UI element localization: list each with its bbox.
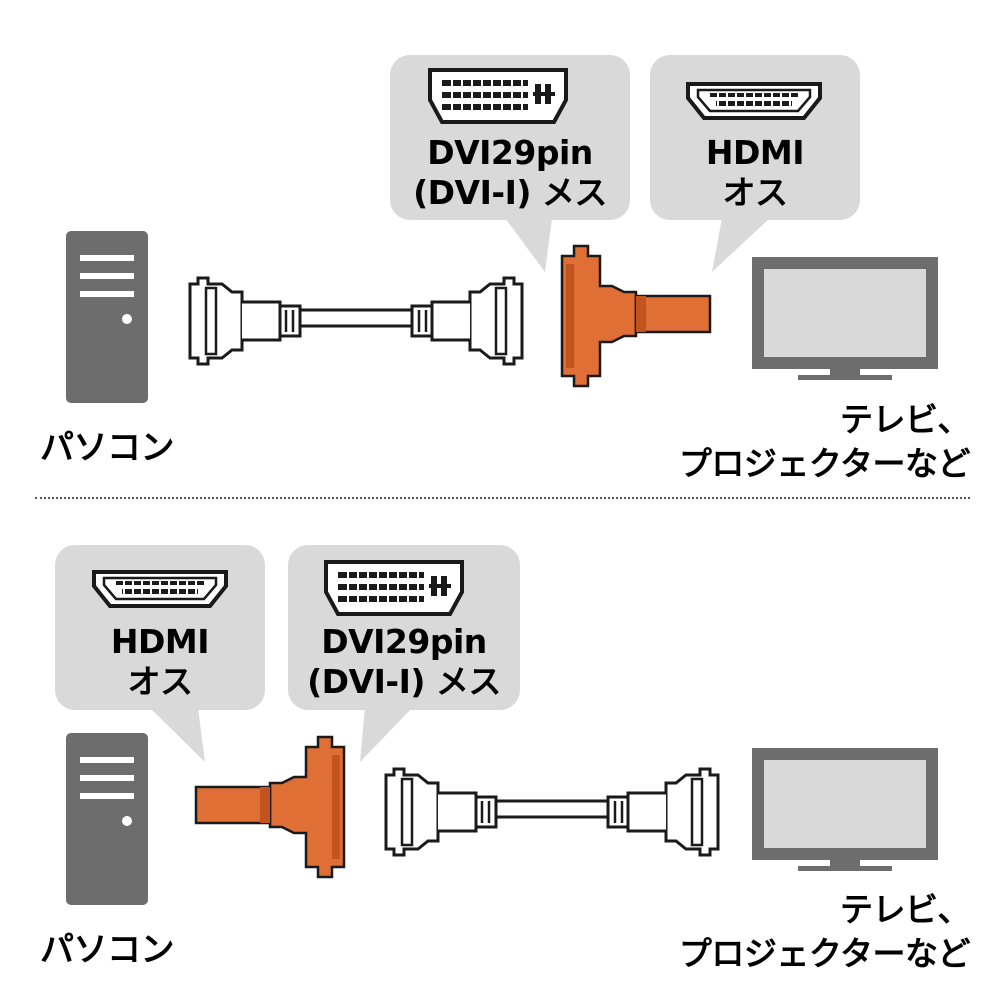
bottom-dvi-label: DVI29pin (DVI-I) メス (288, 622, 520, 702)
bottom-tv-label: テレビ、 プロジェクターなど (650, 888, 971, 976)
bottom-dvi-bubble (288, 545, 520, 762)
top-dvi-label-line1: DVI29pin (427, 133, 593, 172)
dvi-connector-icon (428, 68, 568, 124)
section-divider (35, 497, 970, 499)
bottom-tv-label-line1: テレビ、 (840, 890, 971, 929)
hdmi-connector-icon (686, 82, 822, 120)
top-dvi-label-line2: (DVI-I) メス (413, 173, 607, 212)
top-dvi-hdmi-adapter-icon (560, 244, 712, 388)
hdmi-connector-icon (92, 570, 228, 608)
bottom-hdmi-label: HDMI オス (55, 622, 265, 702)
bottom-hdmi-label-line1: HDMI (110, 622, 210, 661)
bottom-pc-label: パソコン (40, 930, 175, 970)
bottom-dvi-label-line2: (DVI-I) メス (307, 662, 501, 701)
bottom-scenario (55, 545, 938, 905)
bottom-dvi-cable-icon (384, 767, 720, 857)
top-hdmi-label-line1: HDMI (705, 133, 805, 172)
bottom-hdmi-label-line2: オス (127, 662, 194, 701)
bottom-hdmi-bubble (55, 545, 265, 762)
top-hdmi-bubble (650, 55, 860, 272)
bottom-dvi-hdmi-adapter-icon (194, 735, 346, 879)
tv-monitor-icon (752, 748, 938, 871)
top-scenario (66, 55, 938, 403)
bottom-tv-label-line2: プロジェクターなど (678, 934, 971, 973)
tv-monitor-icon (752, 257, 938, 380)
top-hdmi-label-line2: オス (722, 173, 789, 212)
top-dvi-label: DVI29pin (DVI-I) メス (390, 133, 630, 213)
top-hdmi-label: HDMI オス (650, 133, 860, 213)
top-dvi-cable-icon (188, 276, 524, 366)
pc-tower-icon (66, 733, 148, 905)
top-pc-label: パソコン (40, 428, 175, 468)
top-tv-label-line2: プロジェクターなど (678, 444, 971, 483)
pc-tower-icon (66, 231, 148, 403)
dvi-connector-icon (324, 560, 464, 616)
top-dvi-bubble (390, 55, 630, 272)
top-tv-label: テレビ、 プロジェクターなど (650, 398, 971, 486)
top-tv-label-line1: テレビ、 (840, 400, 971, 439)
bottom-dvi-label-line1: DVI29pin (321, 622, 487, 661)
